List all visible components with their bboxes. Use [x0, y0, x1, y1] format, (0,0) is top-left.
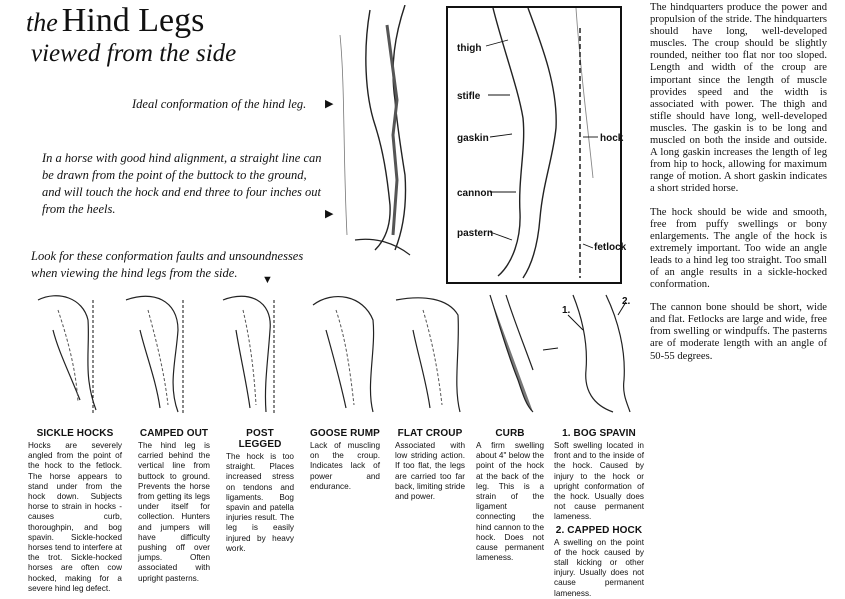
bog-spavin-illustration [567, 294, 631, 413]
fault-illustrations [37, 294, 631, 415]
fault-description: A firm swelling about 4" below the point… [476, 441, 544, 563]
camped-out-illustration [125, 295, 184, 415]
thigh-label: thigh [457, 43, 482, 54]
fault-description: Lack of muscling on the croup. Indicates… [310, 441, 380, 491]
gaskin-label: gaskin [457, 133, 489, 144]
ideal-caption: Ideal conformation of the hind leg. [132, 97, 307, 111]
alignment-text: In a horse with good hind alignment, a s… [42, 151, 322, 216]
page-subtitle: viewed from the side [31, 40, 237, 67]
fault-description: Associated with low striding action. If … [395, 441, 465, 502]
fault-title: 1. BOG SPAVIN [562, 428, 636, 439]
fault-description: The hock is too straight. Places increas… [226, 452, 294, 553]
marker-two: 2. [622, 296, 631, 307]
hindquarters-paragraph: The hindquarters produce the power and p… [650, 2, 827, 195]
lookfor-text: Look for these conformation faults and u… [31, 249, 304, 280]
post-legged-illustration [222, 295, 275, 415]
fault-title: POST LEGGED [238, 428, 282, 450]
hock-paragraph: The hock should be wide and smooth, free… [650, 206, 827, 291]
label-leader-lines [485, 39, 598, 249]
fault-description: Hocks are severely angled from the point… [28, 441, 122, 593]
fault-description: A swelling on the point of the hock caus… [554, 537, 644, 598]
cannon-label: cannon [457, 188, 493, 199]
fault-sickle-hocks: SICKLE HOCKS Hocks are severely angled f… [28, 428, 122, 594]
stifle-label: stifle [457, 91, 481, 102]
leg-diagram-box [446, 6, 622, 284]
fault-bog-spavin: 1. BOG SPAVIN Soft swelling located in f… [554, 428, 644, 599]
fault-title: SICKLE HOCKS [36, 428, 114, 439]
hock-label: hock [600, 133, 624, 144]
right-arrow-icon: ▶ [325, 98, 334, 110]
page-title: the Hind Legs [26, 2, 204, 40]
fault-flat-croup: FLAT CROUP Associated with low striding … [395, 428, 465, 502]
fault-curb: CURB A firm swelling about 4" below the … [476, 428, 544, 563]
fault-title: CURB [495, 428, 525, 439]
fault-description: The hind leg is carried behind the verti… [138, 441, 210, 583]
title-the: the [26, 8, 58, 37]
right-column-text: The hindquarters produce the power and p… [650, 2, 827, 374]
fault-description: Soft swelling located in front and to th… [554, 441, 644, 522]
labeled-leg-illustration [492, 8, 594, 279]
fault-post-legged: POST LEGGED The hock is too straight. Pl… [226, 428, 294, 554]
fault-title: CAMPED OUT [139, 428, 209, 439]
fault-title: FLAT CROUP [397, 428, 463, 439]
fetlock-label: fetlock [594, 242, 627, 253]
pastern-label: pastern [457, 228, 494, 239]
title-main: Hind Legs [61, 2, 205, 39]
fault-goose-rump: GOOSE RUMP Lack of muscling on the croup… [310, 428, 380, 492]
down-arrow-icon: ▼ [262, 274, 273, 286]
fault-title: 2. CAPPED HOCK [555, 524, 643, 536]
sickle-hocks-illustration [37, 295, 97, 415]
cannon-paragraph: The cannon bone should be short, wide an… [650, 302, 827, 362]
flat-croup-illustration [395, 297, 461, 413]
curb-illustration [489, 294, 559, 413]
ideal-leg-skeleton-illustration [339, 5, 411, 256]
right-arrow-icon: ▶ [325, 208, 334, 220]
fault-camped-out: CAMPED OUT The hind leg is carried behin… [138, 428, 210, 584]
fault-title: GOOSE RUMP [310, 428, 380, 439]
marker-one: 1. [562, 305, 571, 316]
goose-rump-illustration [312, 296, 375, 413]
